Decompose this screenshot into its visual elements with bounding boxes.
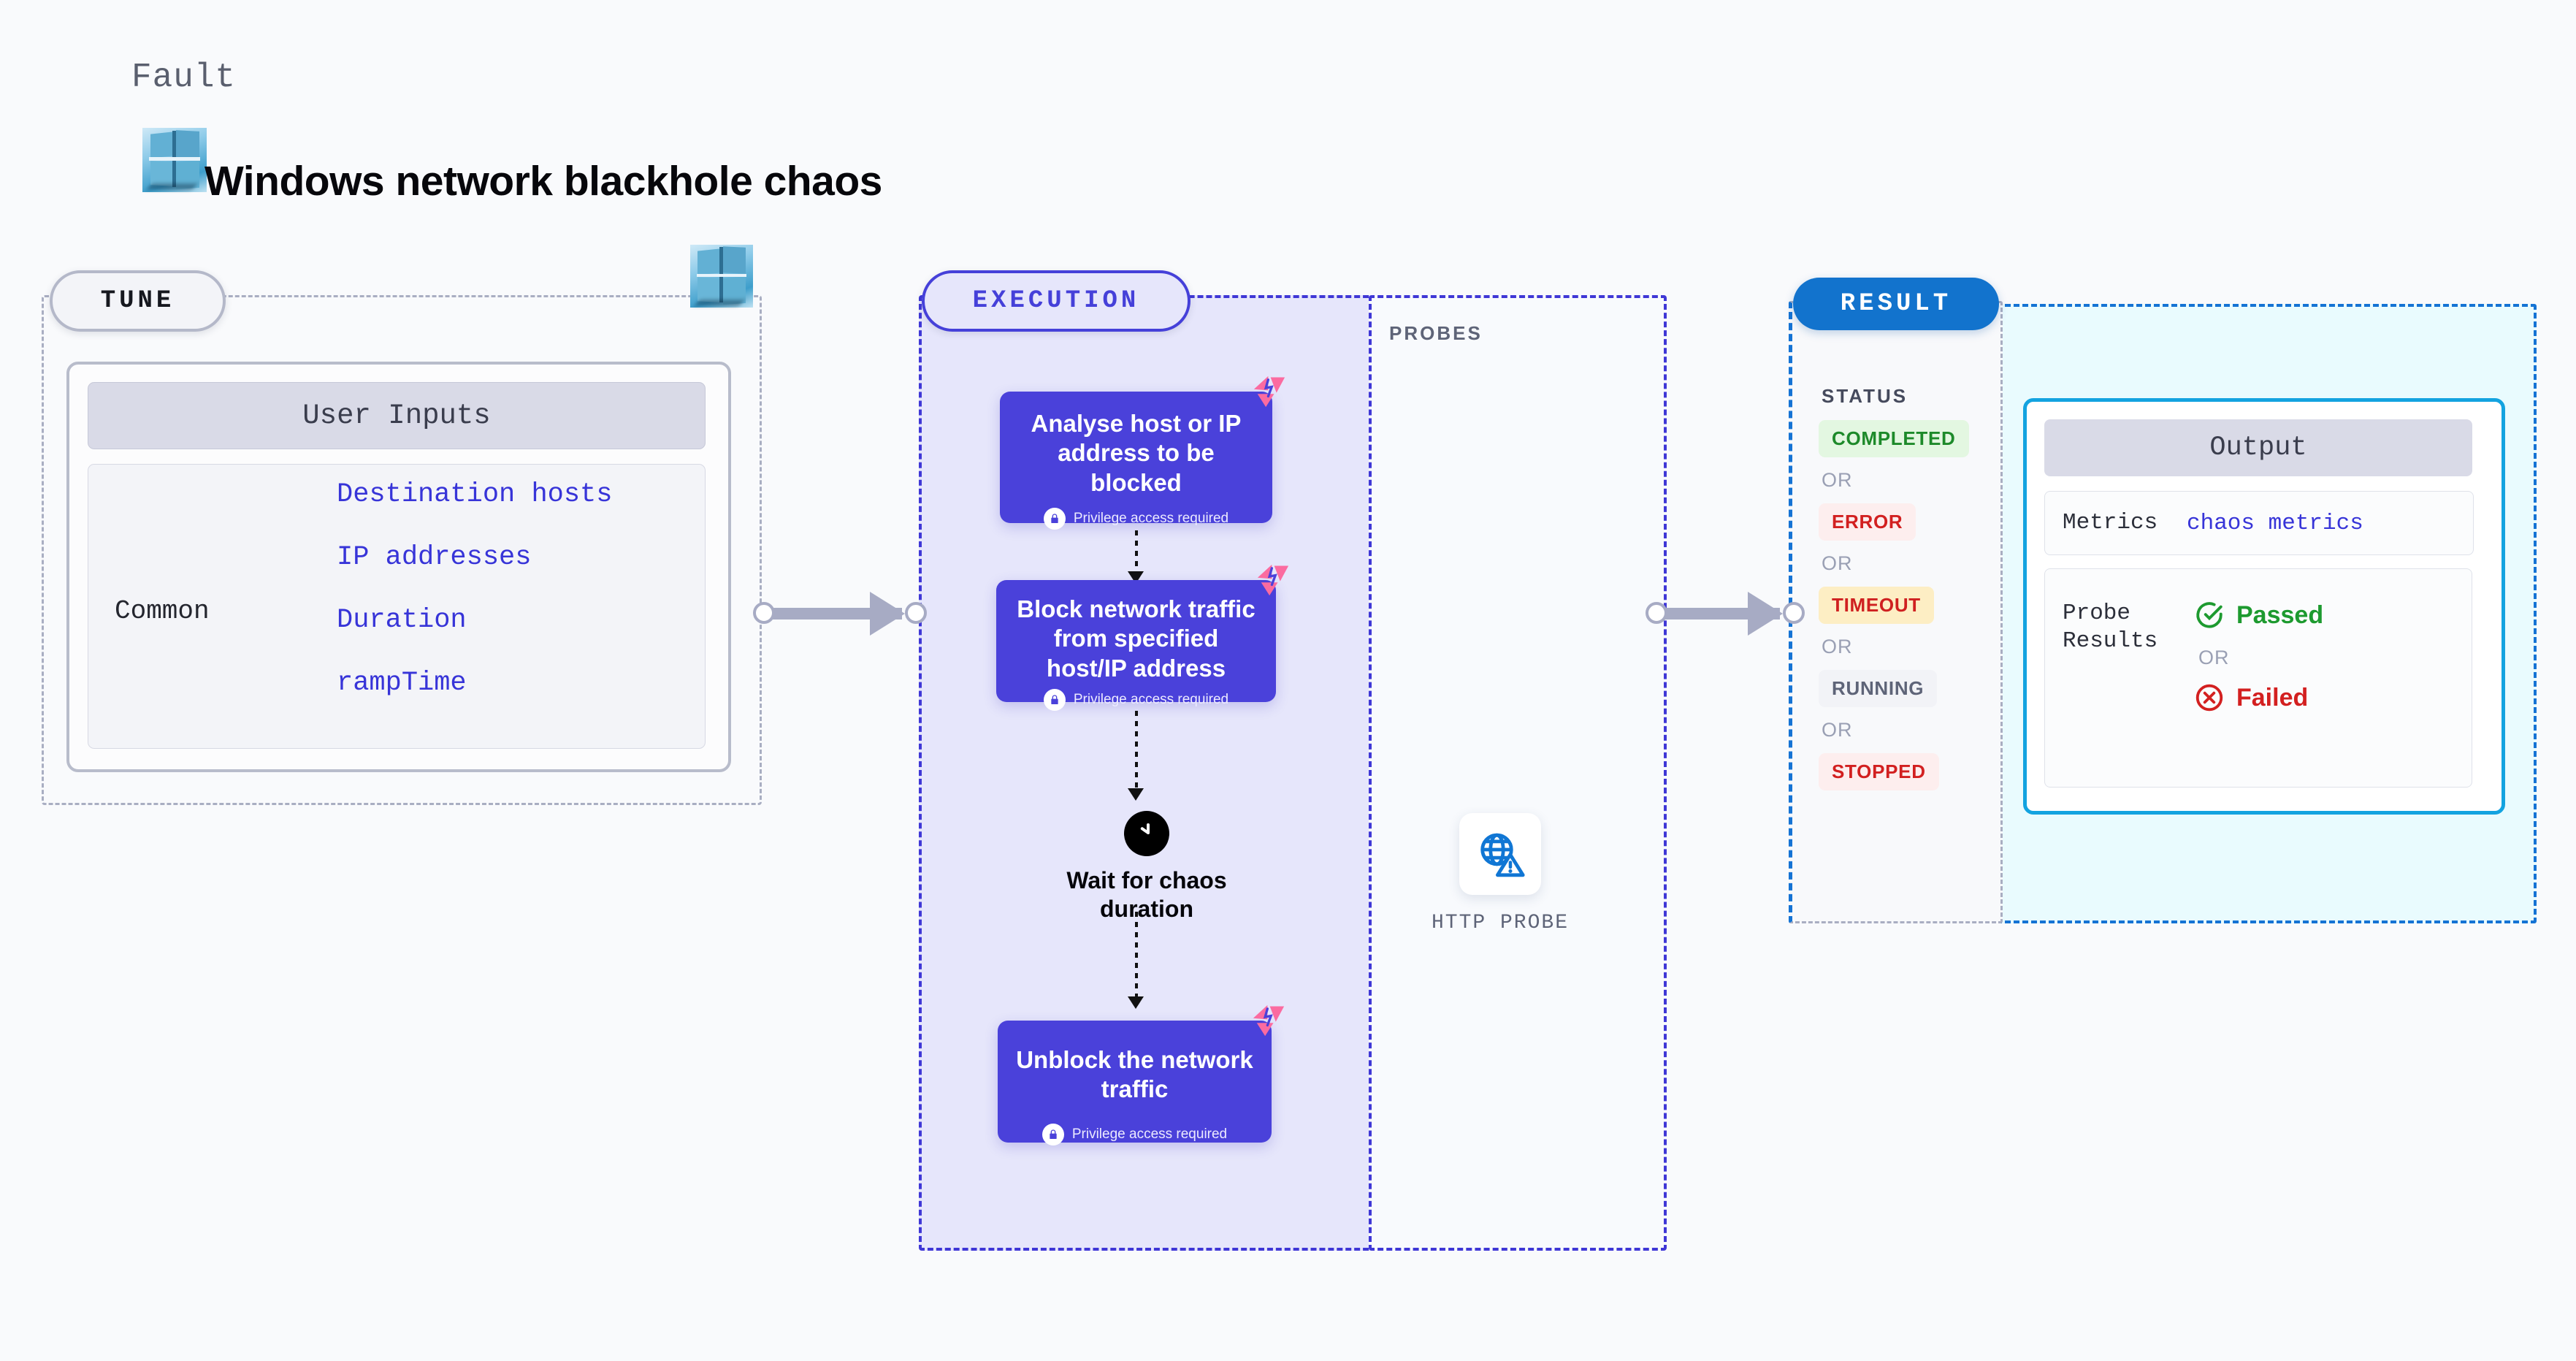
probe-verdict-failed: Failed <box>2194 682 2323 713</box>
windows-logo-icon <box>142 128 207 192</box>
tune-pill[interactable]: TUNE <box>50 270 226 332</box>
flow-arrow-head <box>1128 996 1144 1009</box>
check-circle-icon <box>2196 602 2223 628</box>
page-title: Windows network blackhole chaos <box>205 158 882 205</box>
tune-pill-label: TUNE <box>100 287 175 315</box>
status-label: STATUS <box>1822 385 1908 407</box>
connector-tune-to-execution <box>753 592 928 636</box>
flow-arrow <box>1135 530 1138 574</box>
execution-pill[interactable]: EXECUTION <box>922 270 1190 332</box>
list-item[interactable]: Duration <box>337 605 467 636</box>
execution-step[interactable]: Analyse host or IP address to be blocked… <box>1000 375 1285 530</box>
metrics-key: Metrics <box>2063 510 2158 536</box>
status-badge: TIMEOUT <box>1819 587 1934 624</box>
probe-failed-label: Failed <box>2236 683 2309 712</box>
connector-dot-left <box>1646 602 1667 624</box>
probe-verdict-list: Passed OR Failed <box>2194 600 2323 713</box>
clock-icon <box>1124 811 1169 856</box>
flow-arrow-head <box>1128 788 1144 801</box>
step-title: Unblock the network traffic <box>1016 1046 1253 1103</box>
flow-arrow <box>1135 711 1138 791</box>
step-title: Block network traffic from specified hos… <box>1017 595 1255 682</box>
tune-card: User Inputs Common Destination hosts IP … <box>66 362 731 772</box>
metrics-row: Metrics chaos metrics <box>2044 491 2474 555</box>
status-badge: COMPLETED <box>1819 420 1969 457</box>
probe-verdict-passed: Passed <box>2194 600 2323 630</box>
or-separator: OR <box>1822 636 1853 657</box>
probes-section: PROBES HTTP PROBE <box>1369 295 1667 1251</box>
privilege-note-label: Privilege access required <box>1071 1126 1228 1142</box>
http-probe-caption: HTTP PROBE <box>1431 912 1570 934</box>
windows-logo-icon <box>690 245 753 308</box>
tune-section: User Inputs Common Destination hosts IP … <box>42 295 762 805</box>
connector-dot-right <box>1783 602 1805 624</box>
execution-pill-label: EXECUTION <box>972 287 1140 315</box>
status-list: COMPLETED OR ERROR OR TIMEOUT OR RUNNING… <box>1819 420 1987 790</box>
list-item[interactable]: Destination hosts <box>337 479 613 510</box>
status-badge: ERROR <box>1819 503 1916 541</box>
user-inputs-body: Common Destination hosts IP addresses Du… <box>88 464 706 749</box>
connector-probes-to-result <box>1646 592 1806 636</box>
status-badge: RUNNING <box>1819 670 1938 707</box>
lock-icon <box>1043 688 1066 711</box>
step-title: Analyse host or IP address to be blocked <box>1031 410 1242 496</box>
list-item[interactable]: rampTime <box>337 668 467 698</box>
connector-dot-right <box>905 602 927 624</box>
status-badge: STOPPED <box>1819 753 1939 790</box>
litmus-chaos-icon <box>1253 375 1285 408</box>
flow-arrow <box>1135 912 1138 999</box>
or-separator: OR <box>2198 647 2230 668</box>
list-item[interactable]: IP addresses <box>337 542 532 573</box>
execution-step[interactable]: Block network traffic from specified hos… <box>996 564 1289 711</box>
page-header: Fault Windows network blackhole chaos <box>73 44 1096 205</box>
privilege-note-label: Privilege access required <box>1073 691 1229 707</box>
lock-icon <box>1043 507 1066 530</box>
input-group-label: Common <box>115 596 210 626</box>
privilege-note: Privilege access required <box>1000 507 1272 530</box>
globe-warning-icon <box>1480 833 1525 877</box>
user-inputs-list: Destination hosts IP addresses Duration … <box>337 479 680 731</box>
privilege-note: Privilege access required <box>996 688 1276 711</box>
execution-step[interactable]: Unblock the network traffic Privilege ac… <box>998 1004 1285 1145</box>
fault-kicker: Fault <box>131 58 237 96</box>
probe-passed-label: Passed <box>2236 601 2324 629</box>
output-header: Output <box>2044 419 2472 476</box>
litmus-chaos-icon <box>1253 1004 1285 1037</box>
or-separator: OR <box>1822 552 1853 574</box>
or-separator: OR <box>1822 719 1853 741</box>
result-pill-label: RESULT <box>1840 290 1952 318</box>
http-probe-tile[interactable] <box>1459 813 1541 895</box>
probes-label: PROBES <box>1389 322 1483 344</box>
lock-icon <box>1042 1123 1064 1145</box>
result-pill[interactable]: RESULT <box>1793 278 1999 330</box>
connector-dot-left <box>753 602 775 624</box>
execution-section: Analyse host or IP address to be blocked… <box>919 295 1377 1251</box>
result-status-column: STATUS COMPLETED OR ERROR OR TIMEOUT OR … <box>1789 301 2003 923</box>
user-inputs-header: User Inputs <box>88 382 706 449</box>
privilege-note: Privilege access required <box>998 1123 1272 1145</box>
litmus-chaos-icon <box>1257 564 1289 596</box>
x-circle-icon <box>2195 684 2223 712</box>
metrics-value[interactable]: chaos metrics <box>2187 510 2363 536</box>
privilege-note-label: Privilege access required <box>1073 510 1229 526</box>
or-separator: OR <box>1822 469 1853 491</box>
wait-step-label: Wait for chaos duration <box>1066 867 1227 923</box>
